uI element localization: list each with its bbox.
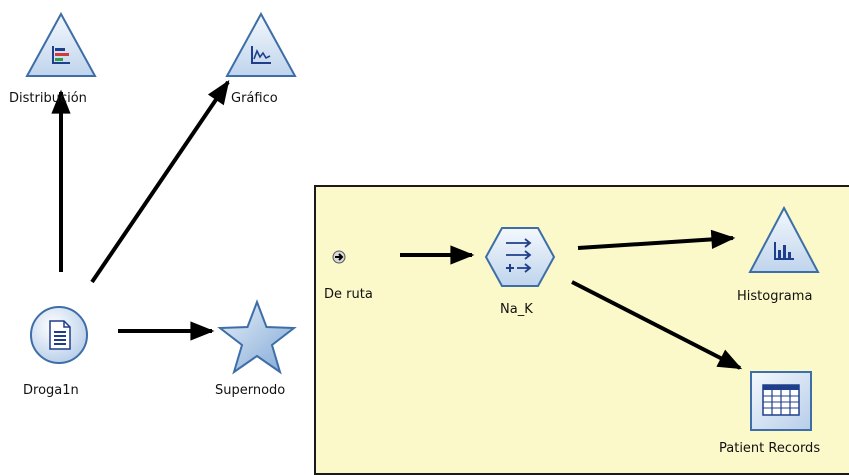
node-na-k[interactable]: [484, 226, 556, 288]
node-label-supernodo: Supernodo: [215, 383, 286, 398]
node-distribucion[interactable]: [25, 11, 97, 78]
source-file-icon: [30, 306, 88, 364]
node-label-na-k: Na_K: [500, 302, 533, 317]
node-label-de-ruta: De ruta: [324, 287, 373, 302]
node-droga[interactable]: [28, 304, 90, 366]
node-label-distribucion: Distribución: [9, 91, 87, 106]
node-label-patient-records: Patient Records: [719, 441, 821, 456]
node-grafico[interactable]: [225, 11, 297, 78]
node-de-ruta[interactable]: [331, 249, 347, 265]
node-supernodo[interactable]: [217, 299, 297, 375]
supernode-star-icon: [217, 299, 297, 375]
plot-icon: [225, 11, 297, 77]
table-icon: [750, 371, 812, 431]
distribution-icon: [25, 11, 97, 77]
node-label-droga: Droga1n: [23, 383, 79, 398]
connector-input-icon: [332, 250, 346, 264]
node-label-grafico: Gráfico: [231, 91, 278, 106]
node-patient-records[interactable]: [749, 370, 813, 432]
node-label-histograma: Histograma: [737, 289, 813, 304]
histogram-icon: [748, 205, 820, 273]
derive-icon: [484, 227, 556, 287]
link-droga-grafico[interactable]: [90, 80, 230, 284]
node-histograma[interactable]: [748, 205, 820, 274]
